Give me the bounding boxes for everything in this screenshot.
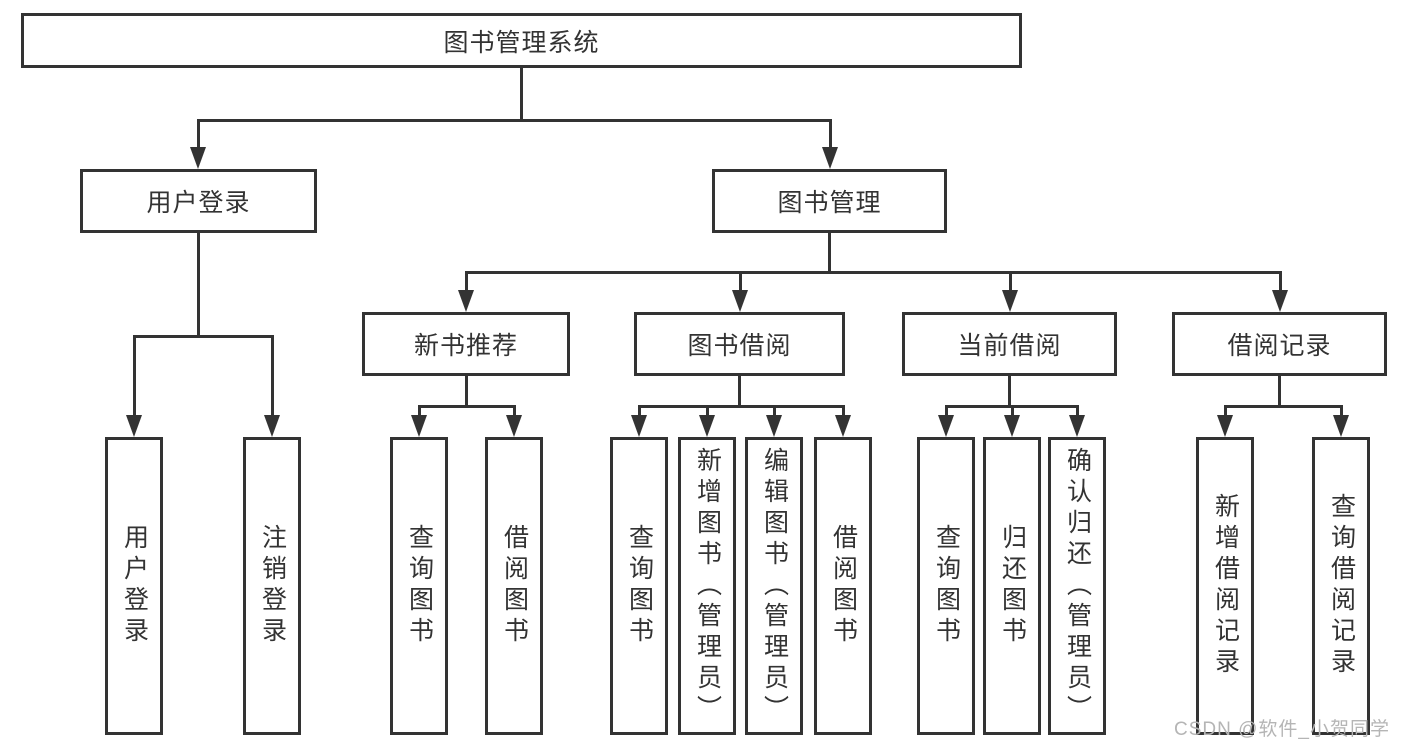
arrow-to-borrow-records [1272,271,1288,312]
connector-records-stub [1278,376,1281,406]
leaf-borrowing-borrow-books: 借阅图书 [814,437,872,735]
leaf-logout-label: 注销登录 [258,524,287,648]
leaf-borrowing-edit-book: 编辑图书（管理员） [745,437,803,735]
node-user-login: 用户登录 [80,169,317,233]
leaf-newrec-query-books: 查询图书 [390,437,448,735]
connector-newrec-rail [418,405,516,408]
arrow-borrowing-query [631,405,647,437]
connector-newrec-stub [465,376,468,406]
node-new-book-rec-label: 新书推荐 [413,332,518,360]
connector-root-stub [520,68,523,120]
node-book-mgmt-label: 图书管理 [777,189,882,217]
node-borrow-records: 借阅记录 [1172,312,1387,376]
arrow-borrowing-borrow [835,405,851,437]
leaf-current-query-books: 查询图书 [917,437,975,735]
connector-level3-rail [465,271,1282,274]
arrow-to-current-borrow [1002,271,1018,312]
leaf-borrowing-query-books: 查询图书 [610,437,668,735]
leaf-newrec-borrow-books: 借阅图书 [485,437,543,735]
arrow-newrec-borrow [506,405,522,437]
arrow-newrec-query [411,405,427,437]
arrow-to-leaf-logout [264,335,280,437]
leaf-current-confirm-return-label: 确认归还（管理员） [1063,446,1092,726]
leaf-current-return-book-label: 归还图书 [998,524,1027,648]
leaf-records-query-record-label: 查询借阅记录 [1327,493,1356,679]
arrow-borrowing-edit [766,405,782,437]
leaf-records-add-record-label: 新增借阅记录 [1211,493,1240,679]
leaf-user-login: 用户登录 [105,437,163,735]
connector-current-stub [1008,376,1011,406]
arrow-to-book-borrow [732,271,748,312]
node-current-borrow: 当前借阅 [902,312,1117,376]
arrow-to-leaf-user-login [126,335,142,437]
node-book-borrow-label: 图书借阅 [687,332,792,360]
leaf-borrowing-query-books-label: 查询图书 [625,524,654,648]
leaf-current-return-book: 归还图书 [983,437,1041,735]
node-book-mgmt: 图书管理 [712,169,947,233]
leaf-records-add-record: 新增借阅记录 [1196,437,1254,735]
arrow-records-query [1333,405,1349,437]
connector-borrowing-rail [638,405,845,408]
leaf-current-query-books-label: 查询图书 [932,524,961,648]
arrow-current-confirm [1069,405,1085,437]
connector-mgmt-stub [828,233,831,272]
arrow-to-book-mgmt [822,119,838,169]
leaf-borrowing-add-book: 新增图书（管理员） [678,437,736,735]
node-root: 图书管理系统 [21,13,1022,68]
leaf-records-query-record: 查询借阅记录 [1312,437,1370,735]
connector-login-stub [197,233,200,336]
leaf-borrowing-add-book-label: 新增图书（管理员） [693,446,722,726]
node-borrow-records-label: 借阅记录 [1227,332,1332,360]
leaf-borrowing-edit-book-label: 编辑图书（管理员） [760,446,789,726]
arrow-to-user-login [190,119,206,169]
arrow-records-add [1217,405,1233,437]
node-root-label: 图书管理系统 [443,28,600,57]
connector-level2-rail [197,119,831,122]
node-new-book-rec: 新书推荐 [362,312,570,376]
arrow-to-new-book-rec [458,271,474,312]
arrow-current-query [938,405,954,437]
arrow-current-return [1004,405,1020,437]
leaf-user-login-label: 用户登录 [120,524,149,648]
leaf-newrec-borrow-books-label: 借阅图书 [500,524,529,648]
leaf-current-confirm-return: 确认归还（管理员） [1048,437,1106,735]
leaf-borrowing-borrow-books-label: 借阅图书 [829,524,858,648]
node-book-borrow: 图书借阅 [634,312,845,376]
arrow-borrowing-add [699,405,715,437]
watermark: CSDN @软件_小贺同学 [1174,719,1390,740]
leaf-logout: 注销登录 [243,437,301,735]
node-user-login-label: 用户登录 [146,189,251,217]
leaf-newrec-query-books-label: 查询图书 [405,524,434,648]
connector-records-rail [1224,405,1343,408]
node-current-borrow-label: 当前借阅 [957,332,1062,360]
connector-borrowing-stub [738,376,741,406]
connector-login-rail [133,335,274,338]
